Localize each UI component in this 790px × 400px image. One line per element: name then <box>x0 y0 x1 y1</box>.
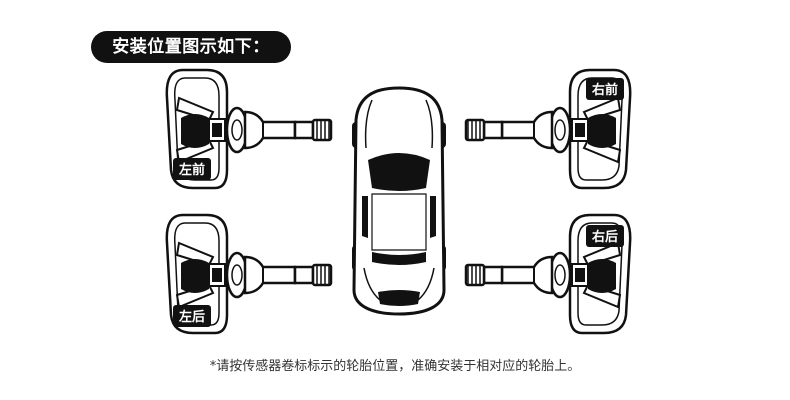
sensor-front-left: 左前 <box>165 68 333 190</box>
label-box-front-left <box>173 158 211 180</box>
title-banner: 安装位置图示如下： <box>91 31 291 63</box>
sensor-label-rear-right: 右后 <box>591 229 618 245</box>
label-box-front-right <box>586 78 624 100</box>
label-box-rear-right <box>586 225 624 247</box>
installation-note: *请按传感器卷标标示的轮胎位置，准确安装于相对应的轮胎上。 <box>209 359 581 374</box>
sensor-label-rear-left: 左后 <box>179 309 205 325</box>
car-top-view <box>352 86 446 316</box>
label-box-rear-left <box>173 305 211 327</box>
sensor-label-front-left: 左前 <box>179 162 205 178</box>
sensor-rear-left: 左后 <box>165 213 333 335</box>
sensor-label-front-right: 右前 <box>591 82 618 98</box>
